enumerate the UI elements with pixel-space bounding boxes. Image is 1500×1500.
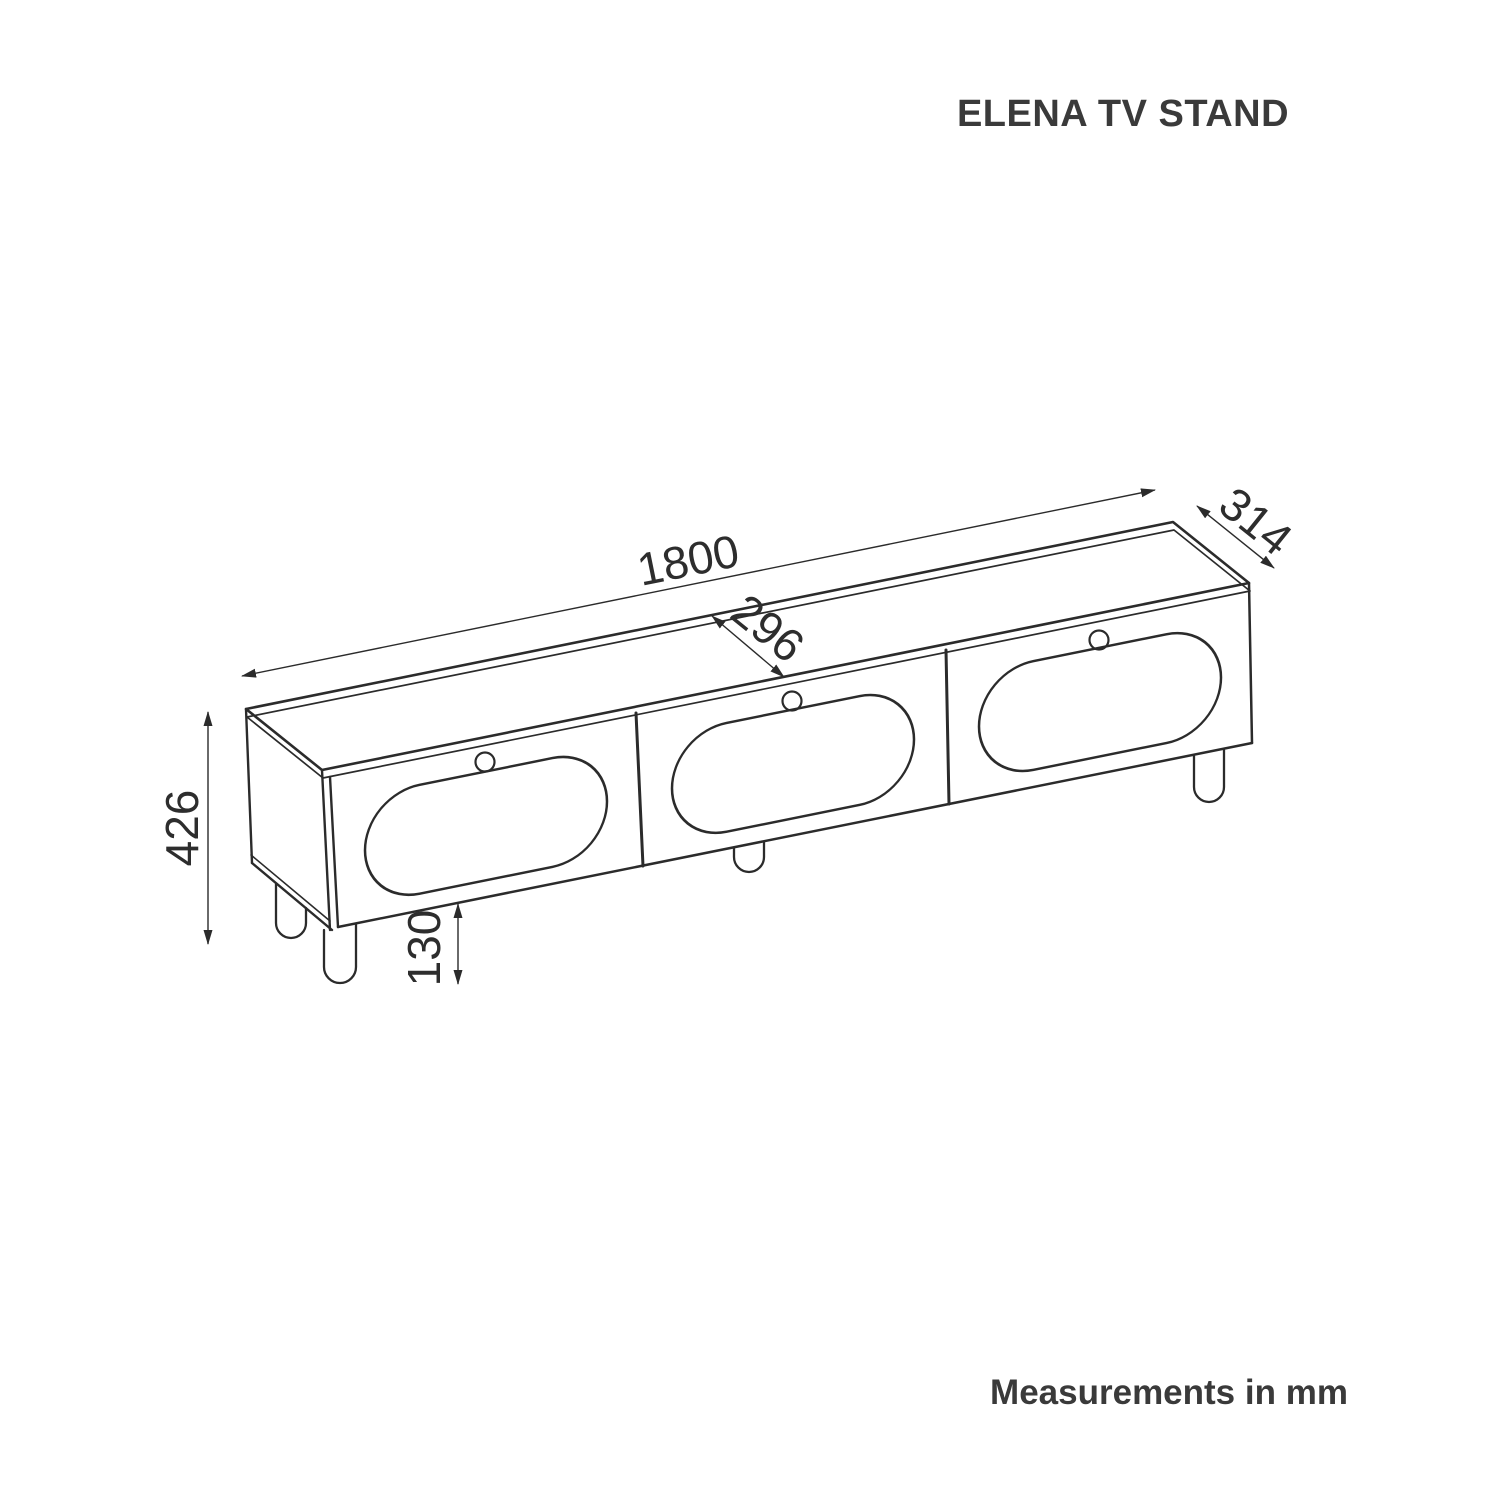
- dimension-line-length: [241, 488, 1156, 678]
- leg-front-middle: [732, 840, 766, 874]
- dimension-height-label: 426: [156, 790, 208, 867]
- dimension-leg-height-label: 130: [398, 910, 450, 987]
- front-left-door-edge: [328, 775, 340, 929]
- door-2-knob: [781, 690, 803, 712]
- front-bottom-edge: [336, 741, 1254, 929]
- page-title: ELENA TV STAND: [957, 93, 1289, 135]
- left-side-panel: [244, 707, 334, 932]
- top-panel-thickness-edge: [246, 529, 1251, 779]
- leg-front-left: [322, 922, 358, 985]
- units-note: Measurements in mm: [990, 1373, 1348, 1412]
- dimension-length-label: 1800: [633, 524, 744, 595]
- front-right-edge: [1247, 581, 1254, 745]
- door-divider-right: [944, 648, 951, 806]
- leg-front-right: [1192, 748, 1226, 804]
- dimension-line-depth: [1196, 505, 1275, 569]
- dimension-depth-label: 314: [1210, 477, 1302, 566]
- dimension-line-door: [711, 615, 785, 678]
- door-1-knob: [474, 751, 496, 773]
- leg-back-left: [274, 882, 308, 940]
- legs: [274, 748, 1226, 985]
- door-divider-left: [634, 711, 645, 868]
